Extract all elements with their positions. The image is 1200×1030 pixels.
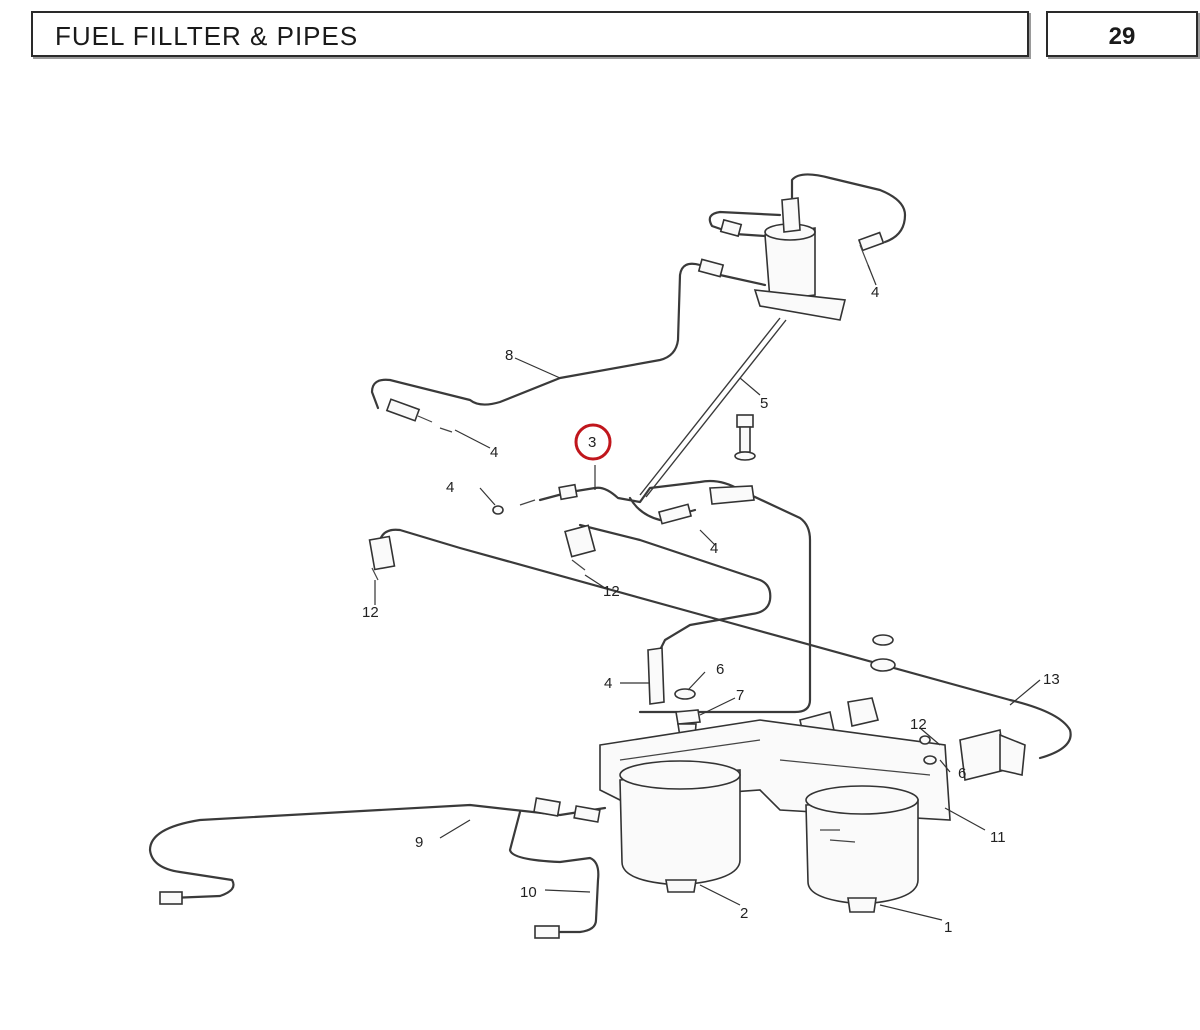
filter-canister-1 xyxy=(805,785,919,913)
callout-10: 10 xyxy=(520,884,537,901)
lower-pipes xyxy=(148,797,607,939)
page-title: FUEL FILLTER & PIPES xyxy=(55,21,359,51)
callout-4: 4 xyxy=(710,540,718,557)
callout-12: 12 xyxy=(603,583,620,600)
callout-4: 4 xyxy=(490,444,498,461)
filter-canister-2 xyxy=(619,760,741,893)
callout-7: 7 xyxy=(736,687,744,704)
callout-2: 2 xyxy=(740,905,748,922)
callout-3: 3 xyxy=(588,434,596,451)
callout-13: 13 xyxy=(1043,671,1060,688)
leader-lines xyxy=(374,264,1041,921)
fuel-pump-assembly xyxy=(370,173,907,498)
callout-12: 12 xyxy=(362,604,379,621)
callout-4: 4 xyxy=(604,675,612,692)
centre-pipe-network xyxy=(368,479,1072,760)
title-box: FUEL FILLTER & PIPES xyxy=(31,11,1029,57)
callout-8: 8 xyxy=(505,347,513,364)
callout-5: 5 xyxy=(760,395,768,412)
callout-9: 9 xyxy=(415,834,423,851)
callout-6: 6 xyxy=(716,661,724,678)
page-number-box: 29 xyxy=(1046,11,1198,57)
page-number: 29 xyxy=(1108,23,1136,50)
highlight-circle xyxy=(574,423,612,461)
callout-4: 4 xyxy=(871,284,879,301)
callout-6: 6 xyxy=(958,765,966,782)
callout-11: 11 xyxy=(990,829,1006,846)
callout-4: 4 xyxy=(446,479,454,496)
callout-labels: 4 5 8 4 4 3 4 12 12 4 6 7 13 12 6 11 9 1… xyxy=(362,284,1060,936)
callout-12: 12 xyxy=(910,716,927,733)
bolt-and-washer xyxy=(734,414,756,461)
right-fittings xyxy=(919,729,1026,781)
callout-1: 1 xyxy=(944,919,952,936)
